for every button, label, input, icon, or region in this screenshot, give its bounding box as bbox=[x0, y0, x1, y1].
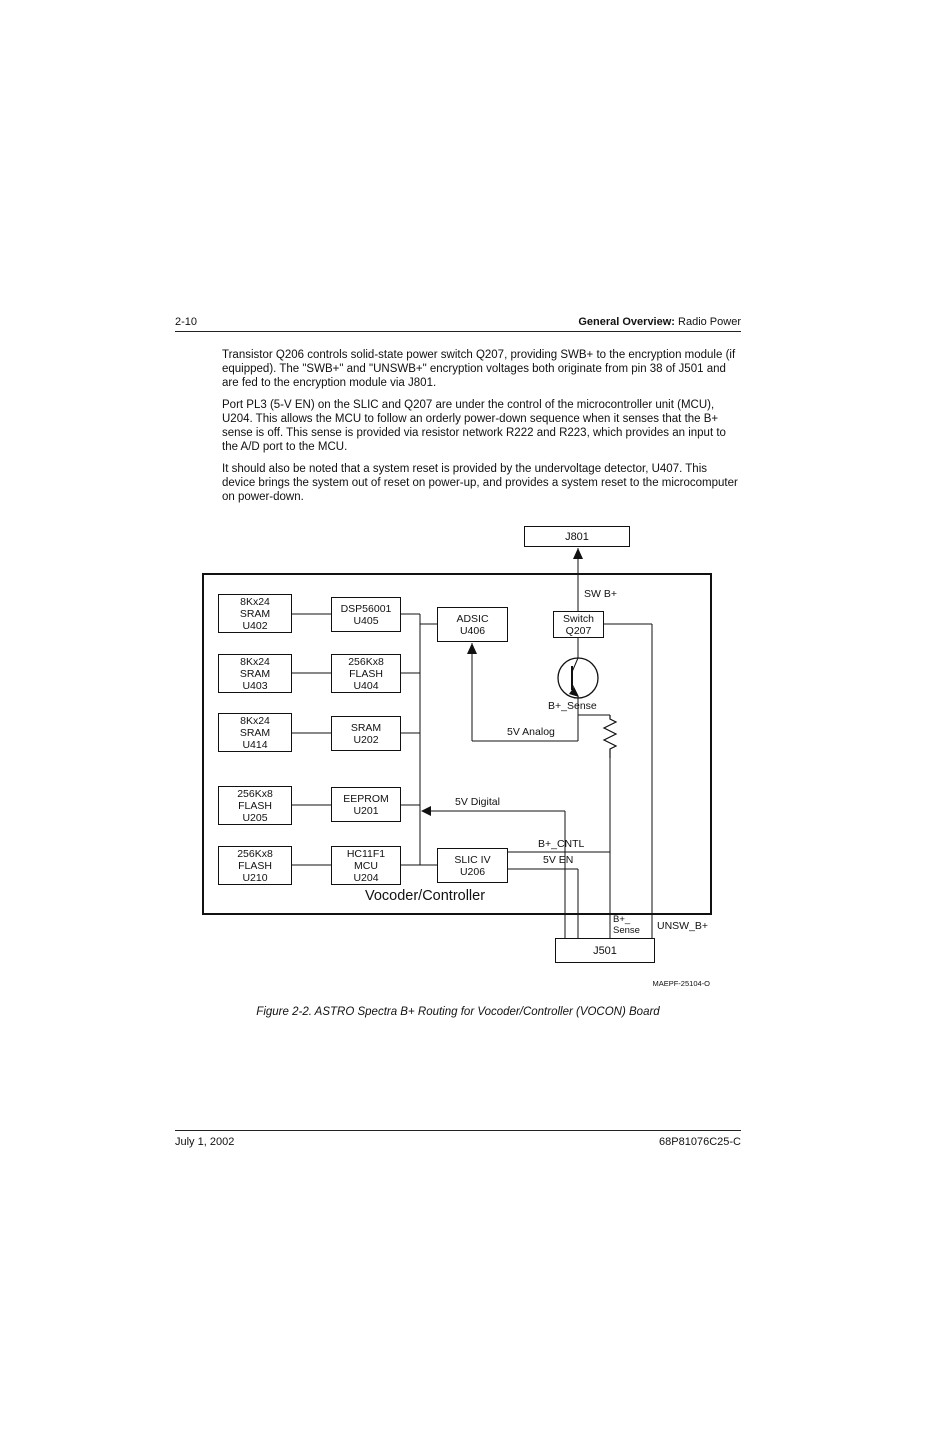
body-paragraph: Port PL3 (5-V EN) on the SLIC and Q207 a… bbox=[222, 399, 726, 453]
box-j801: J801 bbox=[524, 526, 630, 547]
footer-date: July 1, 2002 bbox=[175, 1136, 235, 1148]
footer-doc-number: 68P81076C25-C bbox=[659, 1136, 741, 1148]
box-dsp-u405: DSP56001 U405 bbox=[331, 597, 401, 632]
label-5v-digital: 5V Digital bbox=[455, 796, 500, 808]
label-b-plus-sense-bottom: B+_ Sense bbox=[613, 914, 640, 936]
box-slic-u206: SLIC IV U206 bbox=[437, 848, 508, 883]
box-sram-u202: SRAM U202 bbox=[331, 716, 401, 751]
box-eeprom-u201: EEPROM U201 bbox=[331, 787, 401, 822]
body-paragraph: Transistor Q206 controls solid-state pow… bbox=[222, 349, 736, 389]
label-vocoder-controller: Vocoder/Controller bbox=[364, 888, 486, 904]
header-page-number: 2-10 bbox=[175, 316, 198, 328]
box-mcu-u204: HC11F1 MCU U204 bbox=[331, 846, 401, 885]
header-rule bbox=[175, 331, 741, 332]
body-paragraph: It should also be noted that a system re… bbox=[222, 463, 738, 503]
header-section-rest: Radio Power bbox=[674, 316, 741, 328]
box-adsic-u406: ADSIC U406 bbox=[437, 607, 508, 642]
footer-rule bbox=[175, 1130, 741, 1131]
box-sram-u414: 8Kx24 SRAM U414 bbox=[218, 713, 292, 752]
label-5v-analog: 5V Analog bbox=[507, 726, 555, 738]
box-flash-u205: 256Kx8 FLASH U205 bbox=[218, 786, 292, 825]
arrow-up-to-j801 bbox=[573, 548, 583, 559]
label-b-plus-sense: B+_Sense bbox=[548, 700, 597, 712]
box-flash-u404: 256Kx8 FLASH U404 bbox=[331, 654, 401, 693]
label-unsw-b-plus: UNSW_B+ bbox=[657, 920, 709, 932]
box-flash-u210: 256Kx8 FLASH U210 bbox=[218, 846, 292, 885]
figure-doc-code: MAEPF-25104-O bbox=[652, 979, 710, 988]
label-5v-en: 5V EN bbox=[543, 854, 574, 866]
box-j501: J501 bbox=[555, 938, 655, 963]
header-section-title: General Overview: Radio Power bbox=[578, 316, 741, 328]
figure-caption: Figure 2-2. ASTRO Spectra B+ Routing for… bbox=[256, 1006, 660, 1018]
label-sw-b-plus: SW B+ bbox=[584, 588, 617, 600]
header-section-bold: General Overview: bbox=[578, 316, 675, 328]
box-switch-q207: Switch Q207 bbox=[553, 611, 604, 638]
vocoder-controller-outline bbox=[202, 573, 712, 915]
box-sram-u403: 8Kx24 SRAM U403 bbox=[218, 654, 292, 693]
label-b-plus-cntl: B+_CNTL bbox=[538, 838, 585, 850]
body-copy: Transistor Q206 controls solid-state pow… bbox=[222, 348, 742, 512]
box-sram-u402: 8Kx24 SRAM U402 bbox=[218, 594, 292, 633]
